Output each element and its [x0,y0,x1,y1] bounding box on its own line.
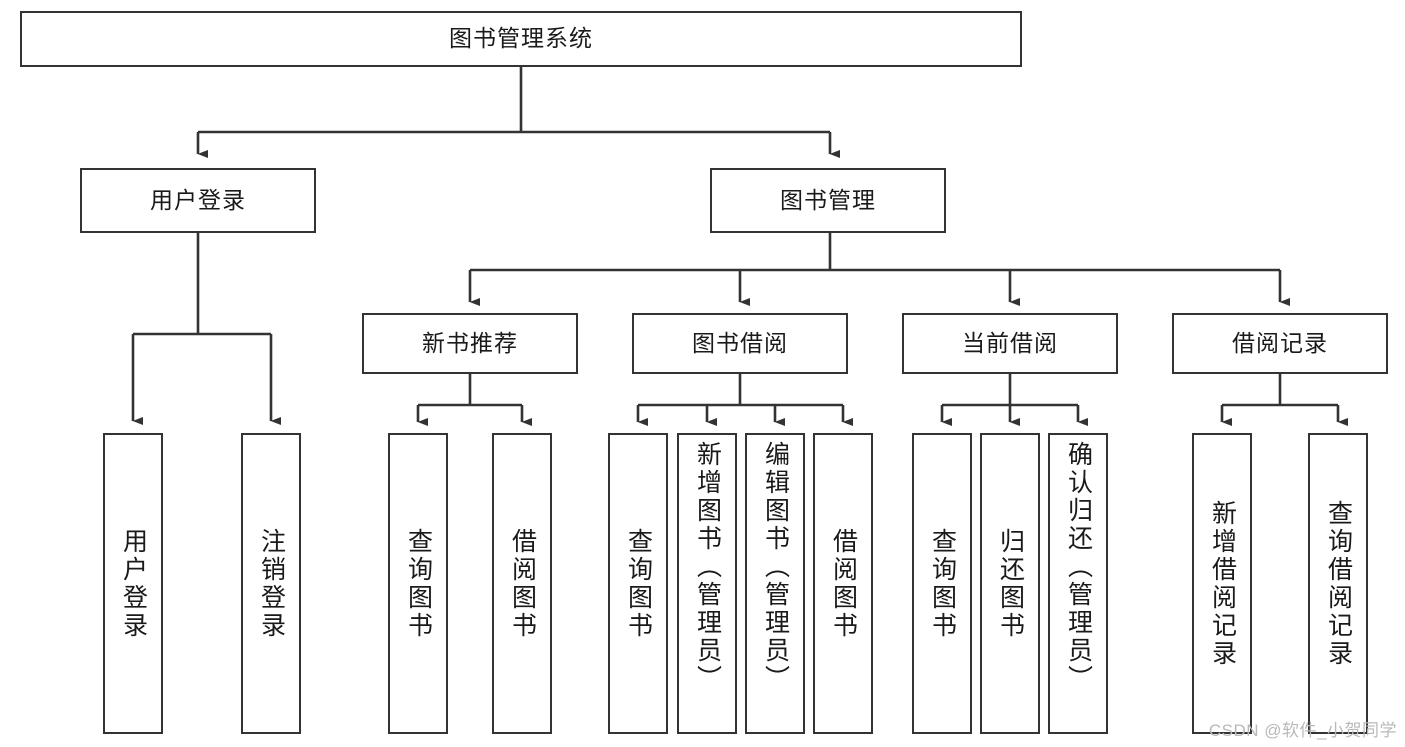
node-book-manage-label: 图书管理 [780,186,876,213]
leaf-borrow-book-borrow-label: 借阅图书 [829,527,858,640]
leaf-confirm-return[interactable]: 确认归还（管理员） [1048,433,1108,734]
leaf-borrow-book-borrow[interactable]: 借阅图书 [813,433,873,734]
leaf-query-book-current[interactable]: 查询图书 [912,433,972,734]
node-new-book-recommend-label: 新书推荐 [422,329,518,356]
leaf-query-borrow-record-label: 查询借阅记录 [1324,499,1353,668]
leaf-user-login-label: 用户登录 [119,527,148,640]
node-user-login-label: 用户登录 [150,186,246,213]
leaf-query-book-borrow[interactable]: 查询图书 [608,433,668,734]
node-borrow-record-label: 借阅记录 [1232,329,1328,356]
leaf-edit-book[interactable]: 编辑图书（管理员） [745,433,805,734]
leaf-return-book-label: 归还图书 [996,527,1025,640]
leaf-add-book-label: 新增图书（管理员） [693,441,722,693]
node-root[interactable]: 图书管理系统 [20,11,1022,67]
leaf-user-logout[interactable]: 注销登录 [241,433,301,734]
leaf-borrow-book-recommend-label: 借阅图书 [508,527,537,640]
node-current-borrow[interactable]: 当前借阅 [902,313,1118,374]
leaf-query-book-recommend[interactable]: 查询图书 [388,433,448,734]
node-new-book-recommend[interactable]: 新书推荐 [362,313,578,374]
node-book-borrow-label: 图书借阅 [692,329,788,356]
leaf-query-book-recommend-label: 查询图书 [404,527,433,640]
leaf-edit-book-label: 编辑图书（管理员） [761,441,790,693]
leaf-borrow-book-recommend[interactable]: 借阅图书 [492,433,552,734]
node-book-manage[interactable]: 图书管理 [710,168,946,233]
leaf-query-borrow-record[interactable]: 查询借阅记录 [1308,433,1368,734]
leaf-query-book-borrow-label: 查询图书 [624,527,653,640]
leaf-query-book-current-label: 查询图书 [928,527,957,640]
leaf-confirm-return-label: 确认归还（管理员） [1064,441,1093,693]
leaf-add-borrow-record[interactable]: 新增借阅记录 [1192,433,1252,734]
node-current-borrow-label: 当前借阅 [962,329,1058,356]
leaf-user-login[interactable]: 用户登录 [103,433,163,734]
node-root-label: 图书管理系统 [449,25,593,52]
leaf-return-book[interactable]: 归还图书 [980,433,1040,734]
node-user-login[interactable]: 用户登录 [80,168,316,233]
leaf-add-borrow-record-label: 新增借阅记录 [1208,499,1237,668]
leaf-user-logout-label: 注销登录 [257,527,286,640]
leaf-add-book[interactable]: 新增图书（管理员） [677,433,737,734]
node-borrow-record[interactable]: 借阅记录 [1172,313,1388,374]
node-book-borrow[interactable]: 图书借阅 [632,313,848,374]
